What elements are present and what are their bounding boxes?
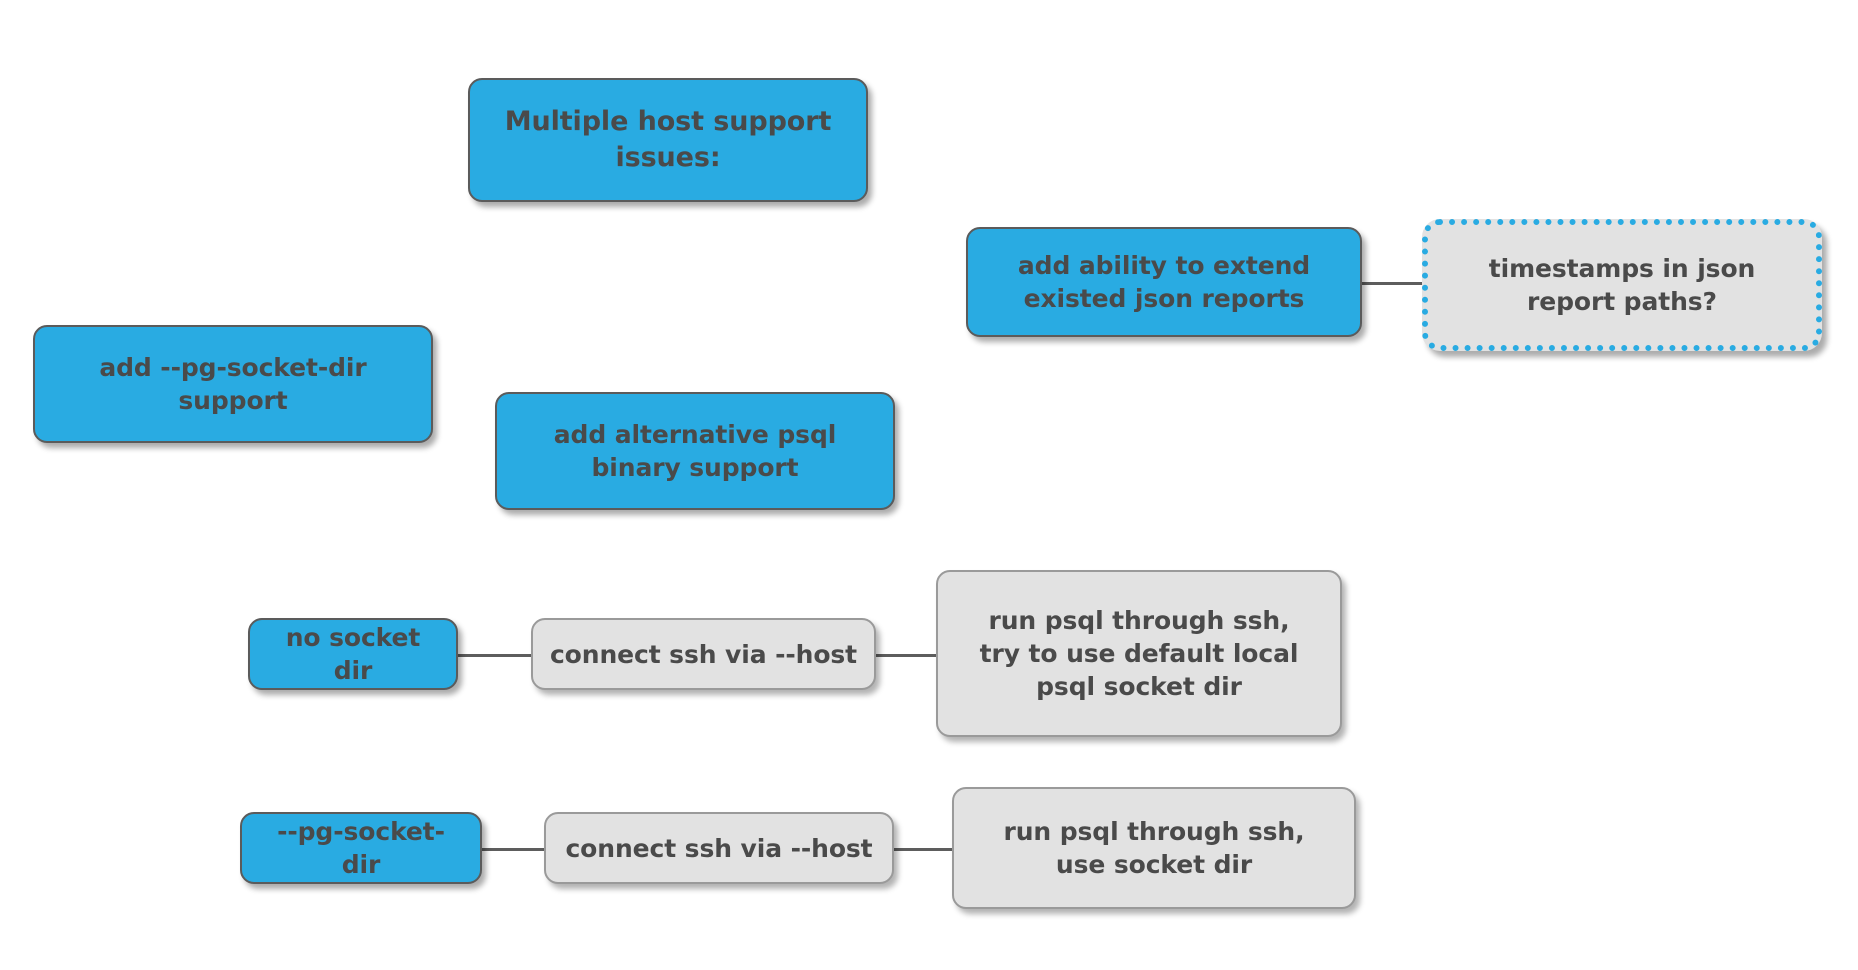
edge-connect-ssh-1-to-run-psql-default [873, 654, 940, 657]
edge-no-socket-dir-to-connect-ssh-1 [455, 654, 535, 657]
node-alt-psql[interactable]: add alternative psql binary support [495, 392, 895, 510]
node-pg-socket-dir-support[interactable]: add --pg-socket-dir support [33, 325, 433, 443]
node-connect-ssh-1[interactable]: connect ssh via --host [531, 618, 876, 690]
node-title[interactable]: Multiple host support issues: [468, 78, 868, 202]
edge-connect-ssh-2-to-run-psql-socket [890, 848, 956, 851]
edge-pg-socket-dir-to-connect-ssh-2 [478, 848, 544, 851]
node-no-socket-dir[interactable]: no socket dir [248, 618, 458, 690]
node-connect-ssh-2[interactable]: connect ssh via --host [544, 812, 894, 884]
node-run-psql-default[interactable]: run psql through ssh, try to use default… [936, 570, 1342, 737]
node-run-psql-socket[interactable]: run psql through ssh, use socket dir [952, 787, 1356, 909]
node-timestamps[interactable]: timestamps in json report paths? [1422, 219, 1822, 351]
node-pg-socket-dir[interactable]: --pg-socket-dir [240, 812, 482, 884]
node-extend-json[interactable]: add ability to extend existed json repor… [966, 227, 1362, 337]
edge-extend-json-to-timestamps [1362, 282, 1422, 285]
